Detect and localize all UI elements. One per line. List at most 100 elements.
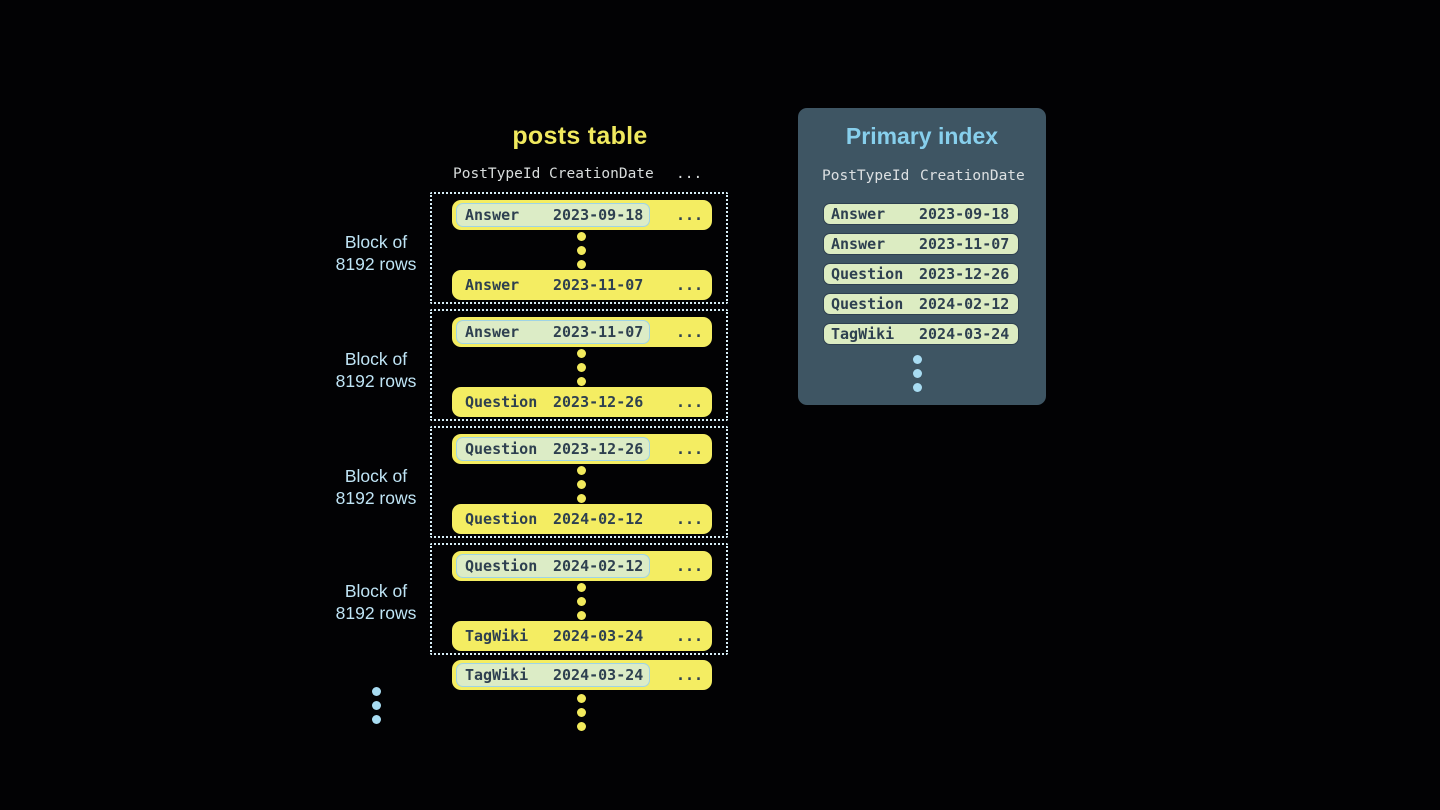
block-label-1: Block of 8192 rows	[296, 232, 456, 275]
post-type-cell: Question	[465, 557, 538, 575]
dot-icon	[577, 363, 586, 372]
omitted-rows-dots	[577, 466, 586, 503]
row-block-2: Answer 2023-11-07 ... Question 2023-12-2…	[430, 309, 728, 421]
post-type-cell: Answer	[465, 276, 520, 294]
ellipsis-cell: ...	[676, 440, 704, 458]
row-block-3: Question 2023-12-26 ... Question 2024-02…	[430, 426, 728, 538]
post-type-cell: TagWiki	[831, 325, 895, 343]
post-type-cell: Question	[465, 440, 538, 458]
dot-icon	[913, 355, 922, 364]
creation-date-cell: 2024-02-12	[553, 557, 644, 575]
column-header-posttypeid: PostTypeId	[453, 166, 541, 182]
block-label-line2: 8192 rows	[335, 487, 417, 508]
post-type-cell: TagWiki	[465, 666, 529, 684]
column-header-posttypeid: PostTypeId	[822, 168, 910, 184]
creation-date-cell: 2023-12-26	[553, 440, 644, 458]
block-label-line2: 8192 rows	[335, 602, 417, 623]
index-row: Question 2023-12-26	[823, 263, 1019, 285]
creation-date-cell: 2024-03-24	[919, 325, 1010, 343]
ellipsis-cell: ...	[676, 627, 704, 645]
ellipsis-cell: ...	[676, 557, 704, 575]
block-label-4: Block of 8192 rows	[296, 581, 456, 624]
ellipsis-cell: ...	[676, 393, 704, 411]
dot-icon	[372, 701, 381, 710]
dot-icon	[577, 722, 586, 731]
ellipsis-cell: ...	[676, 276, 704, 294]
dot-icon	[577, 349, 586, 358]
post-type-cell: Question	[831, 265, 904, 283]
creation-date-cell: 2023-12-26	[553, 393, 644, 411]
omitted-rows-dots	[577, 583, 586, 620]
dot-icon	[913, 369, 922, 378]
column-header-more: ...	[676, 166, 703, 182]
post-type-cell: Question	[465, 510, 538, 528]
column-header-creationdate: CreationDate	[549, 166, 654, 182]
post-type-cell: Question	[831, 295, 904, 313]
posts-table-title: posts table	[512, 122, 648, 150]
table-row: TagWiki 2024-03-24 ...	[452, 621, 712, 651]
ellipsis-cell: ...	[676, 510, 704, 528]
column-header-creationdate: CreationDate	[920, 168, 1025, 184]
index-row: Question 2024-02-12	[823, 293, 1019, 315]
post-type-cell: Question	[465, 393, 538, 411]
block-label-line2: 8192 rows	[335, 370, 417, 391]
creation-date-cell: 2023-11-07	[553, 323, 644, 341]
block-label-line1: Block of	[344, 466, 408, 486]
post-type-cell: Answer	[831, 235, 886, 253]
row-block-1: Answer 2023-09-18 ... Answer 2023-11-07 …	[430, 192, 728, 304]
index-row: Answer 2023-11-07	[823, 233, 1019, 255]
block-label-line1: Block of	[344, 349, 408, 369]
table-row-next-block: TagWiki 2024-03-24 ...	[452, 660, 712, 690]
index-entry-highlight: Question 2024-02-12	[456, 554, 650, 578]
dot-icon	[577, 232, 586, 241]
ellipsis-cell: ...	[676, 323, 704, 341]
dot-icon	[577, 583, 586, 592]
more-rows-dots	[577, 694, 586, 731]
index-entry-highlight: TagWiki 2024-03-24	[456, 663, 650, 687]
creation-date-cell: 2023-11-07	[553, 276, 644, 294]
dot-icon	[577, 611, 586, 620]
primary-index-column-headers: PostTypeId CreationDate	[798, 168, 1046, 186]
omitted-rows-dots	[577, 349, 586, 386]
index-row: TagWiki 2024-03-24	[823, 323, 1019, 345]
omitted-rows-dots	[577, 232, 586, 269]
creation-date-cell: 2023-12-26	[919, 265, 1010, 283]
block-label-2: Block of 8192 rows	[296, 349, 456, 392]
dot-icon	[577, 246, 586, 255]
creation-date-cell: 2024-02-12	[919, 295, 1010, 313]
dot-icon	[577, 494, 586, 503]
table-row: Question 2024-02-12 ...	[452, 551, 712, 581]
creation-date-cell: 2024-03-24	[553, 666, 644, 684]
index-entry-highlight: Answer 2023-09-18	[456, 203, 650, 227]
table-row: Question 2023-12-26 ...	[452, 434, 712, 464]
table-row: Question 2024-02-12 ...	[452, 504, 712, 534]
index-entry-highlight: Question 2023-12-26	[456, 437, 650, 461]
table-row: Answer 2023-11-07 ...	[452, 270, 712, 300]
creation-date-cell: 2024-02-12	[553, 510, 644, 528]
dot-icon	[577, 480, 586, 489]
dot-icon	[577, 694, 586, 703]
post-type-cell: Answer	[831, 205, 886, 223]
dot-icon	[577, 466, 586, 475]
ellipsis-cell: ...	[676, 666, 704, 684]
creation-date-cell: 2023-11-07	[919, 235, 1010, 253]
block-label-line2: 8192 rows	[335, 253, 417, 274]
table-row: Answer 2023-09-18 ...	[452, 200, 712, 230]
dot-icon	[577, 597, 586, 606]
post-type-cell: TagWiki	[465, 627, 529, 645]
dot-icon	[372, 715, 381, 724]
dot-icon	[577, 260, 586, 269]
creation-date-cell: 2023-09-18	[919, 205, 1010, 223]
dot-icon	[577, 377, 586, 386]
primary-index-panel: Primary index PostTypeId CreationDate An…	[798, 108, 1046, 405]
row-block-4: Question 2024-02-12 ... TagWiki 2024-03-…	[430, 543, 728, 655]
index-row: Answer 2023-09-18	[823, 203, 1019, 225]
primary-index-title: Primary index	[845, 123, 999, 149]
creation-date-cell: 2023-09-18	[553, 206, 644, 224]
table-row: Question 2023-12-26 ...	[452, 387, 712, 417]
more-index-entries-dots	[913, 355, 922, 392]
block-label-line1: Block of	[344, 232, 408, 252]
dot-icon	[913, 383, 922, 392]
dot-icon	[372, 687, 381, 696]
